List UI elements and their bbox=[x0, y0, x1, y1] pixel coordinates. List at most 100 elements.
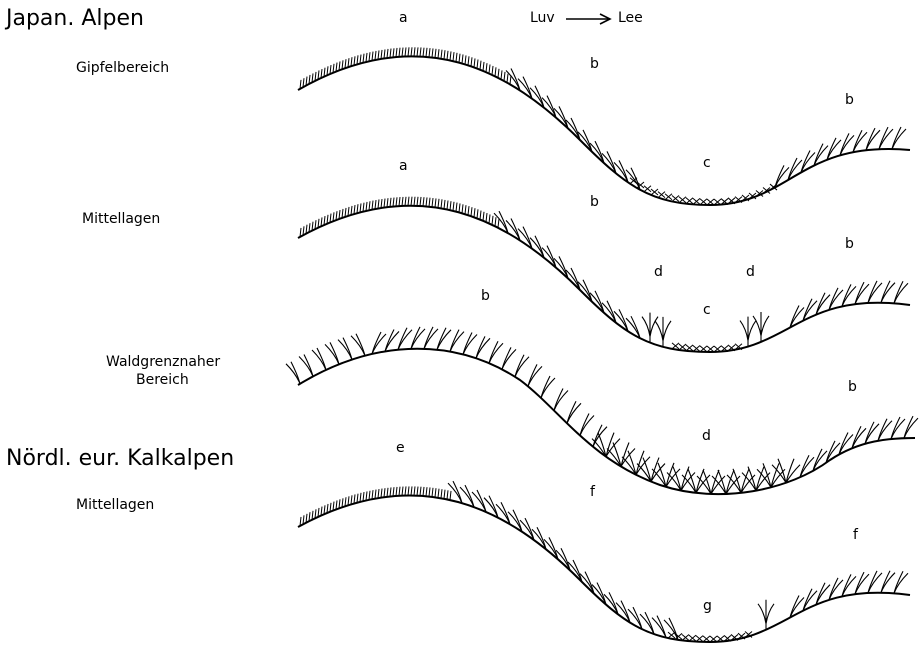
snow-hatch-mark bbox=[453, 202, 454, 211]
snow-hatch-mark bbox=[339, 499, 340, 508]
snow-hatch-mark bbox=[465, 55, 466, 64]
krummholz-mark bbox=[868, 571, 877, 593]
snow-hatch-mark bbox=[420, 487, 421, 496]
dwarf-shrub-mark bbox=[644, 186, 651, 192]
krummholz-mark bbox=[829, 578, 838, 600]
profile-2-letter-d-left: d bbox=[654, 264, 663, 280]
krummholz-mark bbox=[829, 288, 838, 310]
snow-hatch-mark bbox=[417, 487, 418, 496]
snow-hatch-mark bbox=[408, 47, 409, 56]
krummholz-mark bbox=[580, 414, 589, 436]
krummholz-mark bbox=[463, 332, 472, 354]
profile-2-letter-a: a bbox=[399, 158, 408, 174]
snow-hatch-mark bbox=[354, 494, 355, 503]
snow-hatch-mark bbox=[447, 200, 448, 209]
krummholz-mark bbox=[453, 481, 462, 503]
tree-mark bbox=[753, 312, 769, 342]
snow-hatch-mark bbox=[360, 203, 361, 212]
snow-hatch-mark bbox=[345, 208, 346, 217]
dwarf-shrub-mark bbox=[679, 197, 686, 203]
snow-hatch-mark bbox=[438, 489, 439, 498]
snow-hatch-mark bbox=[498, 219, 499, 228]
krummholz-mark bbox=[502, 347, 511, 369]
snow-hatch-mark bbox=[480, 211, 481, 220]
krummholz-mark bbox=[541, 376, 550, 398]
snow-hatch-mark bbox=[363, 54, 364, 63]
snow-hatch-mark bbox=[399, 197, 400, 206]
krummholz-mark bbox=[385, 329, 394, 351]
snow-hatch-mark bbox=[369, 491, 370, 500]
snow-hatch-mark bbox=[462, 54, 463, 63]
tree-mark bbox=[642, 313, 658, 343]
snow-hatch-mark bbox=[450, 201, 451, 210]
snow-hatch-mark bbox=[348, 58, 349, 67]
snow-hatch-mark bbox=[366, 491, 367, 500]
snow-hatch-mark bbox=[396, 197, 397, 206]
profile-2-letter-b-lee: b bbox=[845, 236, 854, 252]
krummholz-mark bbox=[528, 364, 537, 386]
dwarf-shrub-mark bbox=[693, 345, 700, 351]
profile-3-terrain bbox=[298, 349, 915, 494]
snow-hatch-mark bbox=[357, 55, 358, 64]
snow-hatch-mark bbox=[369, 52, 370, 61]
snow-hatch-mark bbox=[429, 48, 430, 57]
snow-hatch-mark bbox=[510, 75, 511, 84]
krummholz-mark bbox=[878, 419, 887, 441]
snow-hatch-mark bbox=[489, 65, 490, 74]
snow-hatch-mark bbox=[366, 53, 367, 62]
dwarf-shrub-mark bbox=[668, 632, 675, 638]
snow-hatch-mark bbox=[477, 59, 478, 68]
snow-hatch-mark bbox=[495, 217, 496, 226]
snow-hatch-mark bbox=[393, 198, 394, 207]
snow-hatch-mark bbox=[375, 51, 376, 60]
snow-hatch-mark bbox=[468, 206, 469, 215]
snow-hatch-mark bbox=[402, 197, 403, 206]
krummholz-mark bbox=[894, 571, 903, 593]
snow-hatch-mark bbox=[438, 199, 439, 208]
snow-hatch-mark bbox=[351, 206, 352, 215]
forest-tree-mark bbox=[712, 470, 740, 494]
tree-mark bbox=[655, 317, 671, 347]
snow-hatch-mark bbox=[381, 50, 382, 59]
snow-hatch-mark bbox=[426, 48, 427, 57]
snow-hatch-mark bbox=[348, 496, 349, 505]
snow-hatch-mark bbox=[408, 197, 409, 206]
snow-hatch-mark bbox=[432, 48, 433, 57]
snow-hatch-mark bbox=[348, 207, 349, 216]
snow-hatch-mark bbox=[393, 487, 394, 496]
snow-hatch-mark bbox=[435, 49, 436, 58]
snow-hatch-mark bbox=[354, 205, 355, 214]
snow-hatch-mark bbox=[450, 491, 451, 500]
snow-hatch-mark bbox=[378, 50, 379, 59]
snow-hatch-mark bbox=[384, 199, 385, 208]
snow-hatch-mark bbox=[429, 198, 430, 207]
snow-hatch-mark bbox=[378, 199, 379, 208]
profile-1-letter-a: a bbox=[399, 10, 408, 26]
snow-hatch-mark bbox=[498, 69, 499, 78]
snow-hatch-mark bbox=[387, 49, 388, 58]
dwarf-shrub-mark bbox=[700, 199, 707, 205]
forest-tree-mark bbox=[607, 443, 635, 467]
krummholz-mark bbox=[842, 284, 851, 306]
snow-hatch-mark bbox=[456, 53, 457, 62]
dwarf-shrub-mark bbox=[672, 343, 679, 349]
krummholz-mark bbox=[879, 127, 888, 149]
snow-hatch-mark bbox=[393, 48, 394, 57]
krummholz-mark bbox=[317, 348, 326, 370]
snow-hatch-mark bbox=[399, 487, 400, 496]
snow-hatch-mark bbox=[381, 199, 382, 208]
krummholz-mark bbox=[868, 281, 877, 303]
snow-hatch-mark bbox=[378, 489, 379, 498]
snow-hatch-mark bbox=[486, 63, 487, 72]
forest-tree-mark bbox=[622, 451, 650, 475]
snow-hatch-mark bbox=[444, 490, 445, 499]
snow-hatch-mark bbox=[390, 198, 391, 207]
snow-hatch-mark bbox=[363, 492, 364, 501]
profile-4-letter-f-lee: f bbox=[853, 527, 858, 543]
snow-hatch-mark bbox=[399, 48, 400, 57]
snow-hatch-mark bbox=[366, 202, 367, 211]
snow-hatch-mark bbox=[417, 47, 418, 56]
snow-hatch-mark bbox=[384, 488, 385, 497]
snow-hatch-mark bbox=[381, 489, 382, 498]
dwarf-shrub-mark bbox=[672, 195, 679, 201]
